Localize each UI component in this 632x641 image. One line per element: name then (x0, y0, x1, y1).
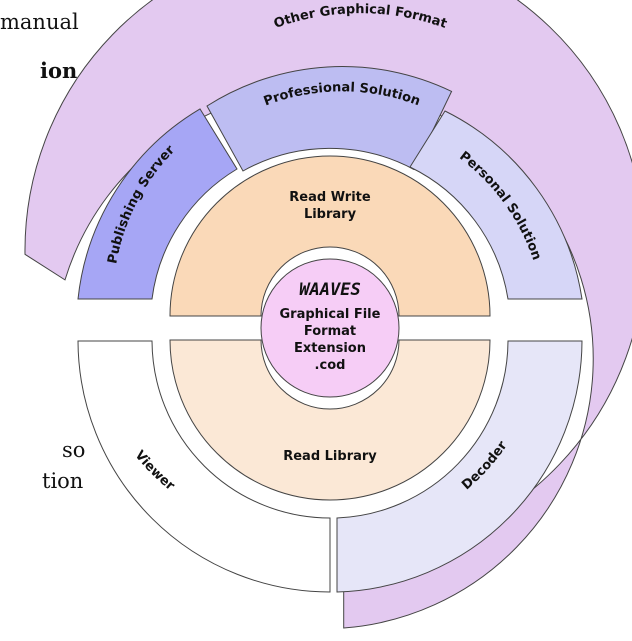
center-line-4: .cod (315, 358, 346, 373)
center-line-2: Format (304, 324, 356, 339)
lower-ring-segment-decoder (336, 340, 583, 593)
read-write-library-label-line2: Library (304, 207, 357, 222)
center-line-3: Extension (294, 341, 366, 356)
upper-ring-segment-professional-solution (206, 66, 453, 172)
left-text-fragment-4: so (62, 438, 86, 462)
upper-ring-segment-personal-solution (409, 110, 583, 300)
left-text-fragment-5: tion (42, 469, 84, 493)
center-disc (260, 258, 400, 398)
lower-ring-segment-viewer (77, 340, 331, 593)
inner-ring-read-write-library (169, 155, 491, 317)
read-library-label: Read Library (283, 449, 377, 464)
left-text-fragment-1: manual (0, 10, 79, 34)
center-line-1: Graphical File (280, 307, 381, 322)
upper-ring-segment-publishing-server (77, 108, 238, 300)
outer-ring-segment (24, 0, 632, 629)
left-text-fragment-2: ion (40, 58, 78, 83)
read-write-library-label-line1: Read Write (289, 190, 371, 205)
waaves-logo: WAAVES (299, 280, 360, 300)
inner-ring-read-library (169, 339, 491, 501)
